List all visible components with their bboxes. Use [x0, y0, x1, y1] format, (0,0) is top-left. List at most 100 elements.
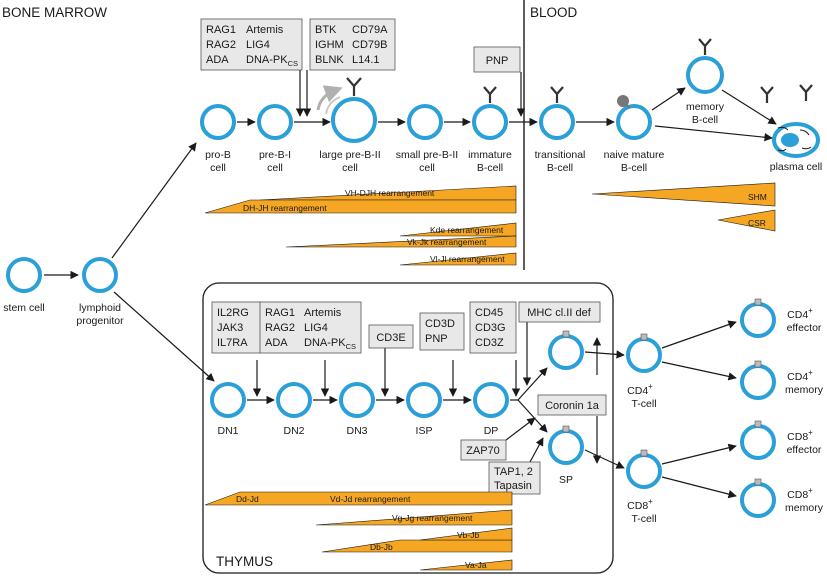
gene-label: ZAP70	[466, 445, 500, 457]
lymphoid-label: lymphoid	[79, 302, 121, 314]
vk-jk-ramp	[285, 235, 517, 248]
gene-label: LIG4	[246, 39, 270, 51]
shm-ramp	[591, 182, 776, 207]
gene-label: PNP	[486, 55, 509, 67]
gene-box-b1	[200, 18, 303, 71]
tcr-icons	[562, 298, 762, 486]
ramp-label: Vg-Jg rearrangement	[392, 513, 473, 523]
gene-label: CD3G	[475, 322, 506, 334]
gene-label: IL2RG	[217, 307, 249, 319]
gene-box-t4	[419, 312, 465, 351]
dn1-label: DN1	[217, 425, 238, 437]
proliferation-arrow-icon	[316, 85, 343, 111]
stem-cell	[6, 257, 42, 293]
gene-label: DNA-PKCS	[304, 337, 356, 351]
antibody-icon	[760, 86, 774, 103]
sp-cell	[548, 429, 584, 465]
cd4-sp-cell	[548, 334, 584, 370]
ramp-label: Vk-Jk rearrangement	[407, 237, 487, 247]
ramp-label: Dd-Jd	[236, 494, 259, 504]
large-pre-b-ii-label: cell	[342, 162, 358, 174]
cd8-t-label: T-cell	[631, 513, 656, 525]
vg-jg-ramp	[315, 509, 513, 526]
ramp-label: Vd-Jd rearrangement	[330, 494, 411, 504]
dn3-label: DN3	[346, 425, 367, 437]
memory-b-label: memory	[686, 101, 725, 113]
gene-label: CD3Z	[475, 337, 504, 349]
naive-mature-b-cell	[616, 104, 652, 140]
va-ja-ramp	[419, 559, 513, 571]
antigen-icon	[617, 95, 629, 107]
stem-cell-label: stem cell	[3, 302, 44, 314]
gene-boxes: RAG1 RAG2 ADA Artemis LIG4 DNA-PKCS BTK …	[200, 18, 607, 495]
cd4-memory-cell	[740, 364, 776, 400]
dp-label: DP	[484, 425, 499, 437]
bcr-icon	[483, 86, 497, 103]
cd8-memory-label: memory	[785, 502, 824, 514]
naive-label: naive mature	[604, 149, 665, 161]
gene-label: RAG1	[265, 307, 295, 319]
gene-box-pnp-b	[473, 46, 521, 73]
bcr-icon	[698, 38, 712, 55]
pro-b-label: pro-B	[205, 149, 231, 161]
cd8-effector-label: CD8+	[787, 428, 813, 443]
gene-label: Artemis	[246, 24, 284, 36]
gene-label: CD3D	[425, 318, 455, 330]
cd8-memory-label: CD8+	[787, 486, 813, 501]
gene-label: Artemis	[304, 307, 342, 319]
thymus-frame	[202, 282, 614, 574]
dn1-cell	[210, 382, 246, 418]
sp-label: SP	[559, 474, 573, 486]
cd4-effector-label: CD4+	[787, 306, 813, 321]
cd8-effector-label: effector	[787, 444, 822, 456]
isp-label: ISP	[416, 425, 433, 437]
gene-label: TAP1, 2	[494, 466, 533, 478]
gene-label: CD3E	[376, 332, 405, 344]
bcr-icon	[550, 86, 564, 103]
ramp-label: CSR	[748, 218, 766, 228]
pre-b-i-cell	[257, 104, 293, 140]
gene-label: CD79A	[352, 24, 388, 36]
cd4-effector-cell	[740, 302, 776, 338]
kde-ramp	[399, 222, 517, 237]
gene-box-coronin	[537, 394, 607, 416]
pro-b-cell	[200, 104, 236, 140]
gene-label: CD79B	[352, 39, 387, 51]
memory-b-label: B-cell	[692, 114, 718, 126]
cd8-t-label: CD8+	[627, 497, 653, 512]
cd4-t-label: T-cell	[631, 398, 656, 410]
dp-cell	[473, 382, 509, 418]
cell-labels: stem cell lymphoid progenitor pro-B cell…	[3, 101, 823, 525]
vb-jb-ramp	[419, 527, 513, 541]
lineage-arrows	[44, 70, 777, 499]
antibody-icon	[799, 84, 813, 101]
gene-label: ADA	[206, 54, 229, 66]
cd4-memory-label: memory	[785, 384, 824, 396]
plasma-cell-shape	[772, 122, 820, 158]
gene-box-tap	[488, 461, 541, 495]
thymus-label: THYMUS	[216, 554, 273, 569]
transitional-b-cell	[539, 104, 575, 140]
cd8-t-cell	[626, 453, 662, 489]
gene-box-mhc2	[518, 301, 601, 323]
vl-jl-ramp	[399, 252, 517, 266]
gene-label: RAG2	[265, 322, 295, 334]
pro-b-label: cell	[210, 162, 226, 174]
small-pre-b-ii-label: cell	[419, 162, 435, 174]
pre-bcr-icon	[346, 77, 362, 96]
rearrangement-ramps	[204, 182, 776, 571]
ramp-label: Kde rearrangement	[430, 225, 504, 235]
gene-box-t2	[259, 301, 362, 354]
gene-box-cd3e	[368, 324, 414, 349]
ramp-label: Vb-Jb	[457, 530, 479, 540]
gene-box-zap70	[460, 439, 507, 461]
ramp-label: SHM	[748, 192, 767, 202]
dh-jh-ramp	[204, 199, 517, 214]
gene-label: DNA-PKCS	[246, 54, 298, 68]
small-pre-b-ii-cell	[407, 104, 443, 140]
immature-label: immature	[468, 149, 512, 161]
b-cell-receptor-icons	[346, 38, 813, 103]
gene-box-t1	[211, 301, 263, 354]
cd8-memory-cell	[740, 482, 776, 518]
